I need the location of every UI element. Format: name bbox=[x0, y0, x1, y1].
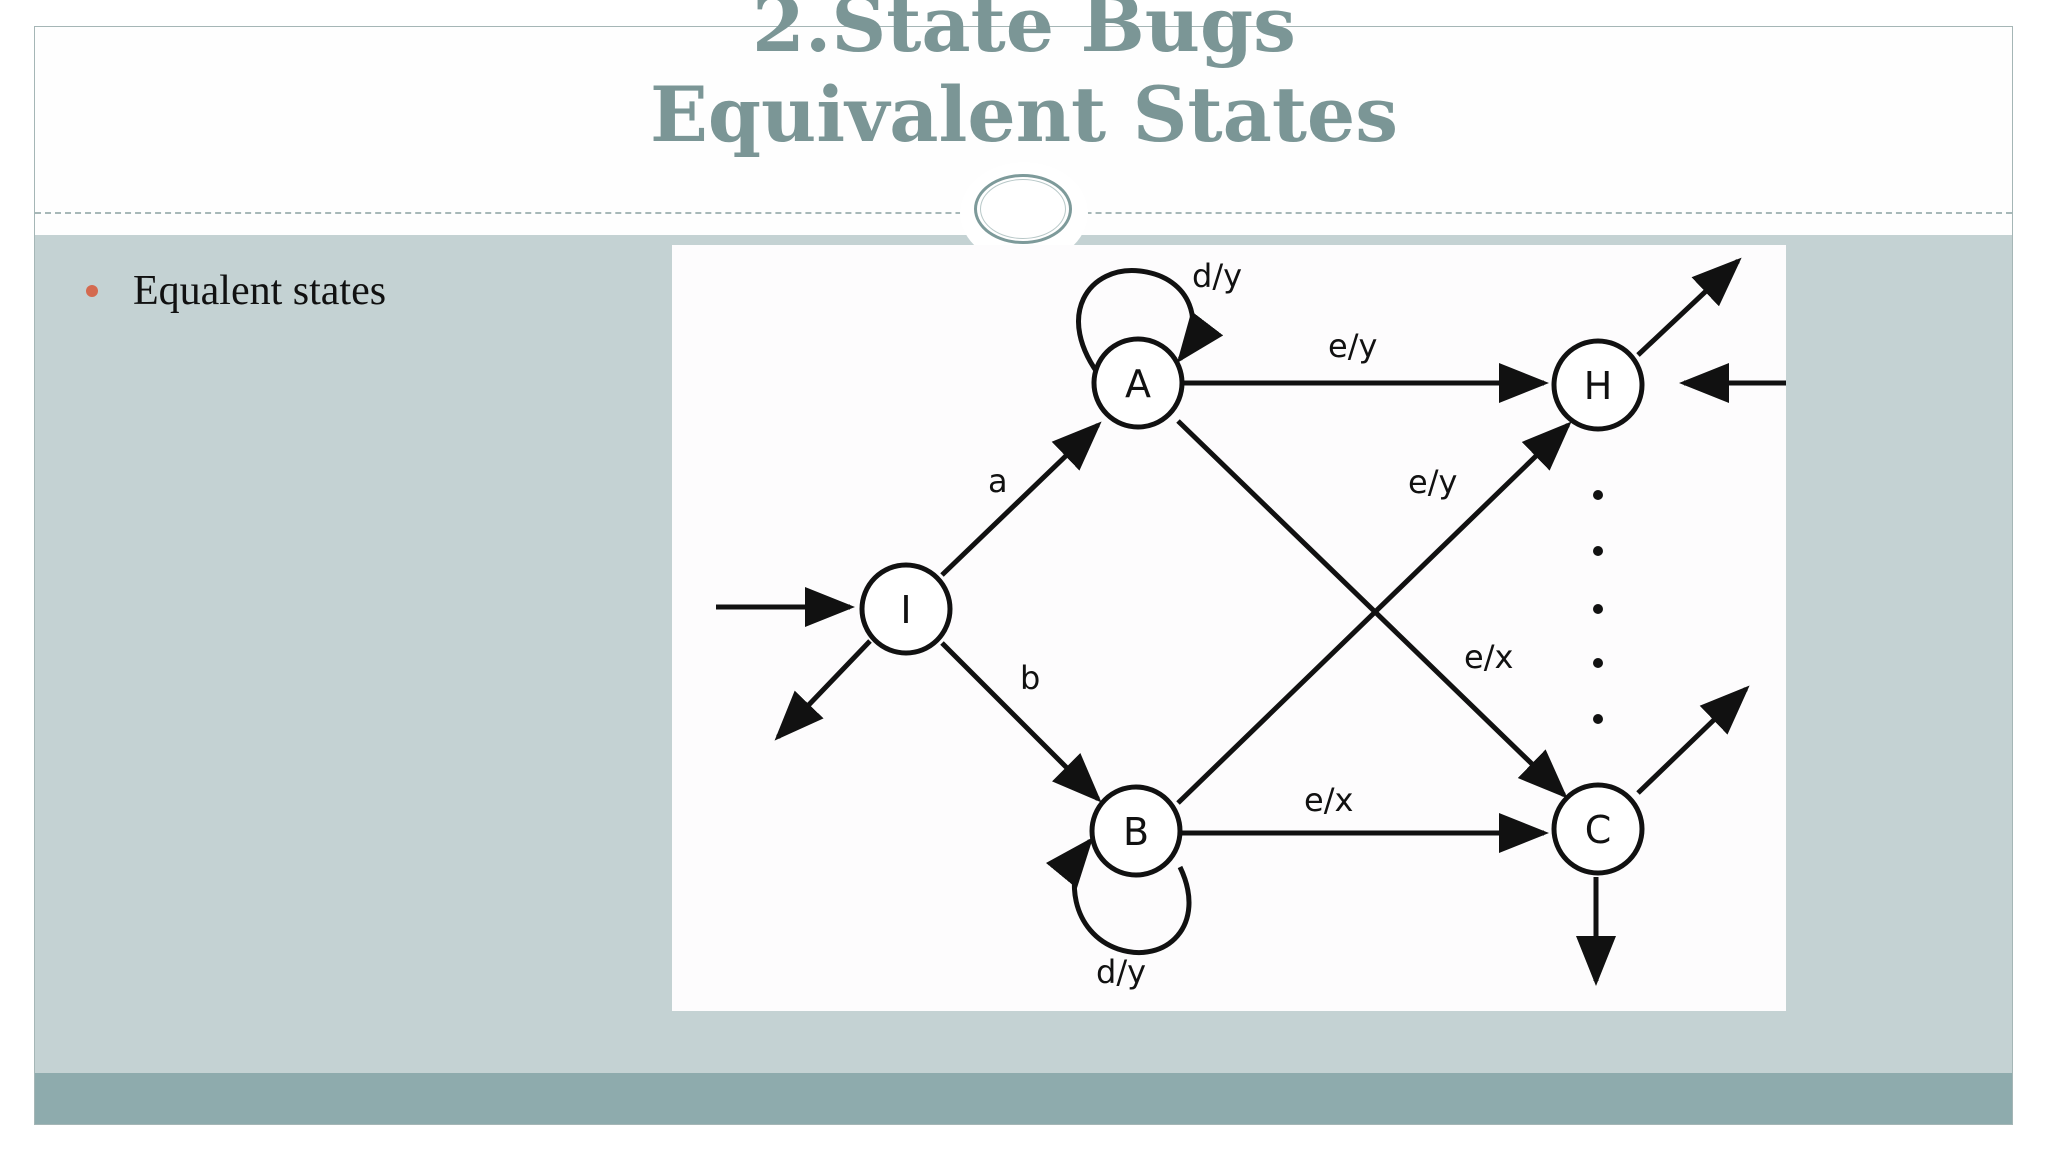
ellipsis-dot bbox=[1593, 658, 1603, 668]
bullet-item: Equalent states bbox=[86, 266, 386, 316]
state-h-label: H bbox=[1584, 364, 1613, 408]
slide-frame bbox=[34, 26, 2013, 1125]
state-diagram-image: I A B H C a b d/y d/y e/y bbox=[672, 245, 1786, 1011]
bullet-text: Equalent states bbox=[133, 268, 387, 314]
ellipsis-dot bbox=[1593, 714, 1603, 724]
state-diagram: I A B H C a b d/y d/y e/y bbox=[716, 257, 1786, 991]
label-i-a: a bbox=[988, 462, 1008, 500]
label-a-loop: d/y bbox=[1192, 257, 1242, 295]
edge-b-h bbox=[1176, 421, 1572, 805]
label-b-loop: d/y bbox=[1096, 953, 1146, 991]
state-c-label: C bbox=[1585, 808, 1612, 852]
ellipsis-dot bbox=[1593, 490, 1603, 500]
ellipsis-dot bbox=[1593, 604, 1603, 614]
state-b-label: B bbox=[1123, 810, 1149, 854]
title-line-1: 2.State Bugs bbox=[752, 0, 1296, 69]
edge-c-exit-right bbox=[1636, 685, 1750, 795]
label-b-h: e/y bbox=[1408, 463, 1457, 501]
label-a-h: e/y bbox=[1328, 327, 1377, 365]
ellipsis-dot bbox=[1593, 546, 1603, 556]
edge-b-loop bbox=[1045, 837, 1192, 956]
edge-h-exit bbox=[1636, 257, 1742, 357]
title-line-2: Equivalent States bbox=[649, 70, 1399, 159]
edge-i-b bbox=[940, 641, 1102, 803]
emblem-ring bbox=[974, 174, 1072, 244]
state-h: H bbox=[1551, 338, 1645, 432]
edge-a-loop bbox=[1076, 268, 1224, 381]
label-i-b: b bbox=[1020, 659, 1040, 697]
state-b: B bbox=[1089, 784, 1183, 878]
state-i-label: I bbox=[900, 588, 911, 632]
label-b-c: e/x bbox=[1304, 781, 1353, 819]
edge-i-a bbox=[940, 421, 1102, 577]
state-a: A bbox=[1091, 336, 1185, 430]
state-i: I bbox=[859, 562, 953, 656]
edge-i-exit bbox=[774, 639, 872, 741]
bullet-dot-icon bbox=[86, 285, 98, 297]
edge-a-c bbox=[1176, 419, 1568, 799]
label-a-c: e/x bbox=[1464, 638, 1513, 676]
slide-title: 2.State Bugs Equivalent States bbox=[0, 0, 2048, 160]
footer-bar bbox=[35, 1073, 2012, 1124]
state-a-label: A bbox=[1125, 362, 1151, 406]
state-c: C bbox=[1551, 782, 1645, 876]
emblem-ring-inner bbox=[980, 179, 1066, 239]
